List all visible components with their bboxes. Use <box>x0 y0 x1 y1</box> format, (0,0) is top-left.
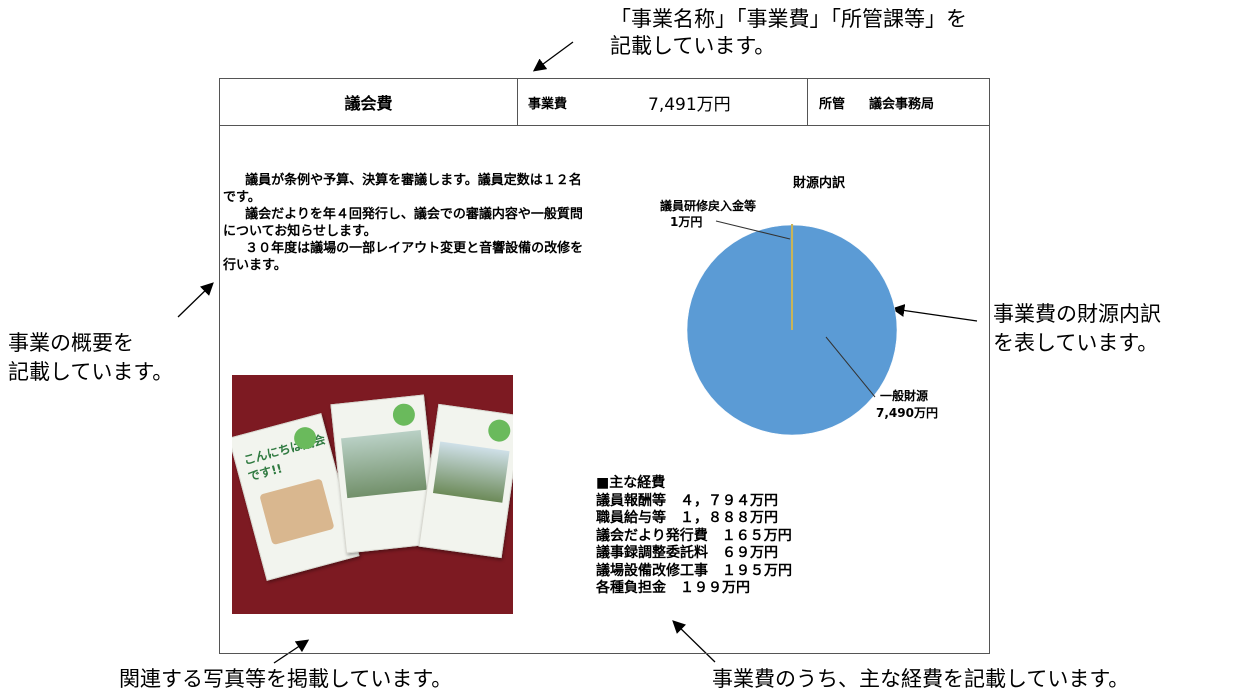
cost-item: 各種負担金 １９９万円 <box>596 580 750 596</box>
slice-label-minor: 議員研修戻入金等 <box>660 199 757 213</box>
slice-label-major: 一般財源 <box>880 389 929 403</box>
pamphlet-photo: こんにちは議会です!! <box>232 375 513 614</box>
cost-item: 議事録調整委託料 ６９万円 <box>596 545 778 561</box>
cost-value: 7,491万円 <box>648 94 731 115</box>
callout-costs: 事業費のうち、主な経費を記載しています。 <box>712 667 1130 691</box>
main-costs: ■主な経費 議員報酬等 ４，７９４万円 職員給与等 １，８８８万円 議会だより発… <box>596 475 792 598</box>
project-sheet: 議会費 事業費 7,491万円 所管 議会事務局 議員が条例や予算、決算を審議し… <box>219 78 990 654</box>
dept-value: 議会事務局 <box>869 96 935 112</box>
arrow-summary <box>177 282 214 318</box>
arrow-header <box>532 41 574 72</box>
callout-chart-line1: 事業費の財源内訳 <box>993 302 1161 326</box>
leader-major <box>825 336 876 398</box>
slice-value-major: 7,490万円 <box>876 406 938 420</box>
cost-item: 議員報酬等 ４，７９４万円 <box>596 492 778 509</box>
callout-header-line2: 記載しています。 <box>610 34 776 58</box>
callout-summary-line1: 事業の概要を <box>8 331 134 355</box>
cost-item: 職員給与等 １，８８８万円 <box>596 510 778 526</box>
costs-heading: ■主な経費 <box>596 475 666 491</box>
cost-item: 議会だより発行費 １６５万円 <box>596 527 792 544</box>
sheet-header: 議会費 事業費 7,491万円 所管 議会事務局 <box>220 79 989 126</box>
slice-value-minor: 1万円 <box>670 215 703 229</box>
dept-label: 所管 <box>819 96 846 112</box>
pie-chart <box>686 220 898 436</box>
callout-photo: 関連する写真等を掲載しています。 <box>119 667 453 691</box>
cost-item: 議場設備改修工事 １９５万円 <box>596 562 792 579</box>
summary-paragraph: ３０年度は議場の一部レイアウト変更と音響設備の改修を行います。 <box>223 241 584 273</box>
callout-chart-line2: を表しています。 <box>993 331 1159 355</box>
project-name: 議会費 <box>344 94 393 113</box>
summary-paragraph: 議員が条例や予算、決算を審議します。議員定数は１２名です。 <box>223 173 582 205</box>
project-summary: 議員が条例や予算、決算を審議します。議員定数は１２名です。 議会だよりを年４回発… <box>223 172 593 274</box>
callout-summary-line2: 記載しています。 <box>8 360 174 384</box>
cost-label: 事業費 <box>528 96 568 112</box>
leader-minor <box>715 220 791 240</box>
summary-paragraph: 議会だよりを年４回発行し、議会での審議内容や一般質問についてお知らせします。 <box>223 207 583 239</box>
callout-header-line1: 「事業名称」「事業費」「所管課等」を <box>610 7 967 31</box>
chart-title: 財源内訳 <box>793 176 846 191</box>
